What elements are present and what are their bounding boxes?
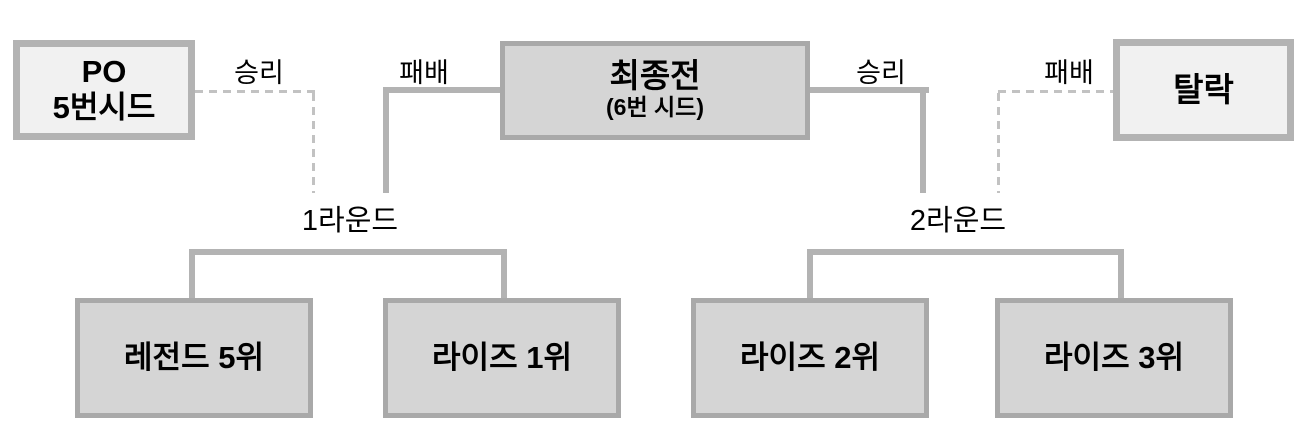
final-match-title: 최종전 — [609, 56, 701, 94]
bracket-round2-right-drop — [1118, 249, 1124, 298]
solid-connector-final-to-round1-v — [383, 87, 389, 193]
dashed-connector-eliminated-to-round2-v — [997, 93, 1000, 193]
node-final-match: 최종전 (6번 시드) — [500, 41, 810, 140]
round2-label: 2라운드 — [909, 205, 1007, 237]
edge-label-lose-left: 패배 — [399, 58, 449, 88]
node-legend-5th: 레전드 5위 — [75, 298, 313, 418]
legend-5th-label: 레전드 5위 — [124, 340, 264, 376]
rise-3rd-label: 라이즈 3위 — [1044, 340, 1184, 376]
bracket-round2-left-drop — [807, 249, 813, 298]
bracket-round1-left-drop — [189, 249, 195, 298]
rise-2nd-label: 라이즈 2위 — [740, 340, 880, 376]
po-seed5-line1: PO — [81, 54, 127, 90]
dashed-connector-po-to-round1-h — [195, 90, 315, 93]
node-eliminated: 탈락 — [1113, 39, 1294, 141]
eliminated-label: 탈락 — [1173, 71, 1234, 109]
round1-label: 1라운드 — [301, 205, 399, 237]
solid-connector-final-to-round1-h — [386, 87, 500, 93]
bracket-round1-right-drop — [501, 249, 507, 298]
bracket-round1-top — [189, 249, 507, 255]
bracket-round2-top — [807, 249, 1124, 255]
edge-label-lose-right: 패배 — [1044, 58, 1094, 88]
solid-connector-final-to-round2-h — [809, 87, 929, 93]
edge-label-win-left: 승리 — [234, 58, 284, 88]
node-po-seed5: PO 5번시드 — [13, 40, 195, 140]
edge-label-win-right: 승리 — [856, 58, 906, 88]
dashed-connector-po-to-round1-v — [312, 93, 315, 193]
dashed-connector-eliminated-to-round2-h — [998, 90, 1113, 93]
rise-1st-label: 라이즈 1위 — [432, 340, 572, 376]
node-rise-1st: 라이즈 1위 — [383, 298, 621, 418]
node-rise-3rd: 라이즈 3위 — [995, 298, 1233, 418]
solid-connector-final-to-round2-v — [920, 87, 926, 193]
final-match-subtitle: (6번 시드) — [606, 94, 704, 121]
po-seed5-line2: 5번시드 — [52, 90, 156, 125]
node-rise-2nd: 라이즈 2위 — [691, 298, 929, 418]
